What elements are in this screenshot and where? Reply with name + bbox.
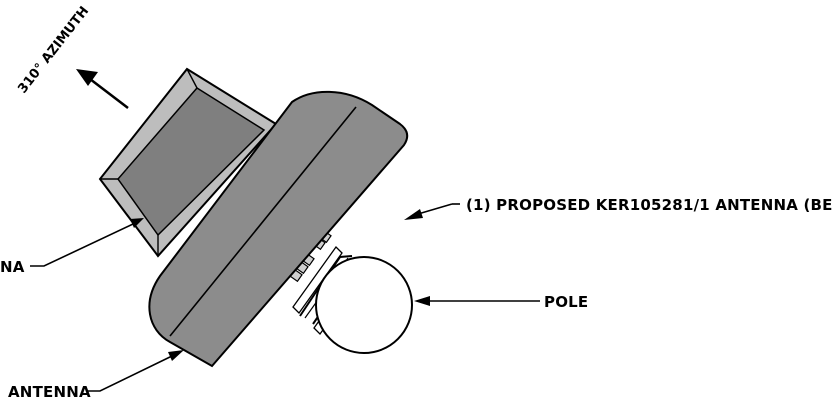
proposed-antenna-leader bbox=[404, 203, 460, 220]
pole-callout: POLE bbox=[544, 293, 588, 311]
proposed-antenna-callout: (1) PROPOSED KER105281/1 ANTENNA (BELOW) bbox=[466, 196, 834, 214]
azimuth-label: 310° AZIMUTH bbox=[15, 4, 92, 97]
pole-leader bbox=[414, 296, 540, 306]
bottom-antenna-leader bbox=[88, 350, 184, 392]
azimuth-arrow bbox=[76, 69, 129, 109]
bottom-antenna-callout: ANTENNA bbox=[8, 383, 91, 401]
left-antenna-leader bbox=[30, 218, 144, 267]
rear-panel-antenna bbox=[98, 67, 278, 258]
left-antenna-callout: NA bbox=[0, 258, 25, 276]
proposed-antenna-body bbox=[148, 90, 409, 368]
pole-circle bbox=[315, 256, 413, 354]
